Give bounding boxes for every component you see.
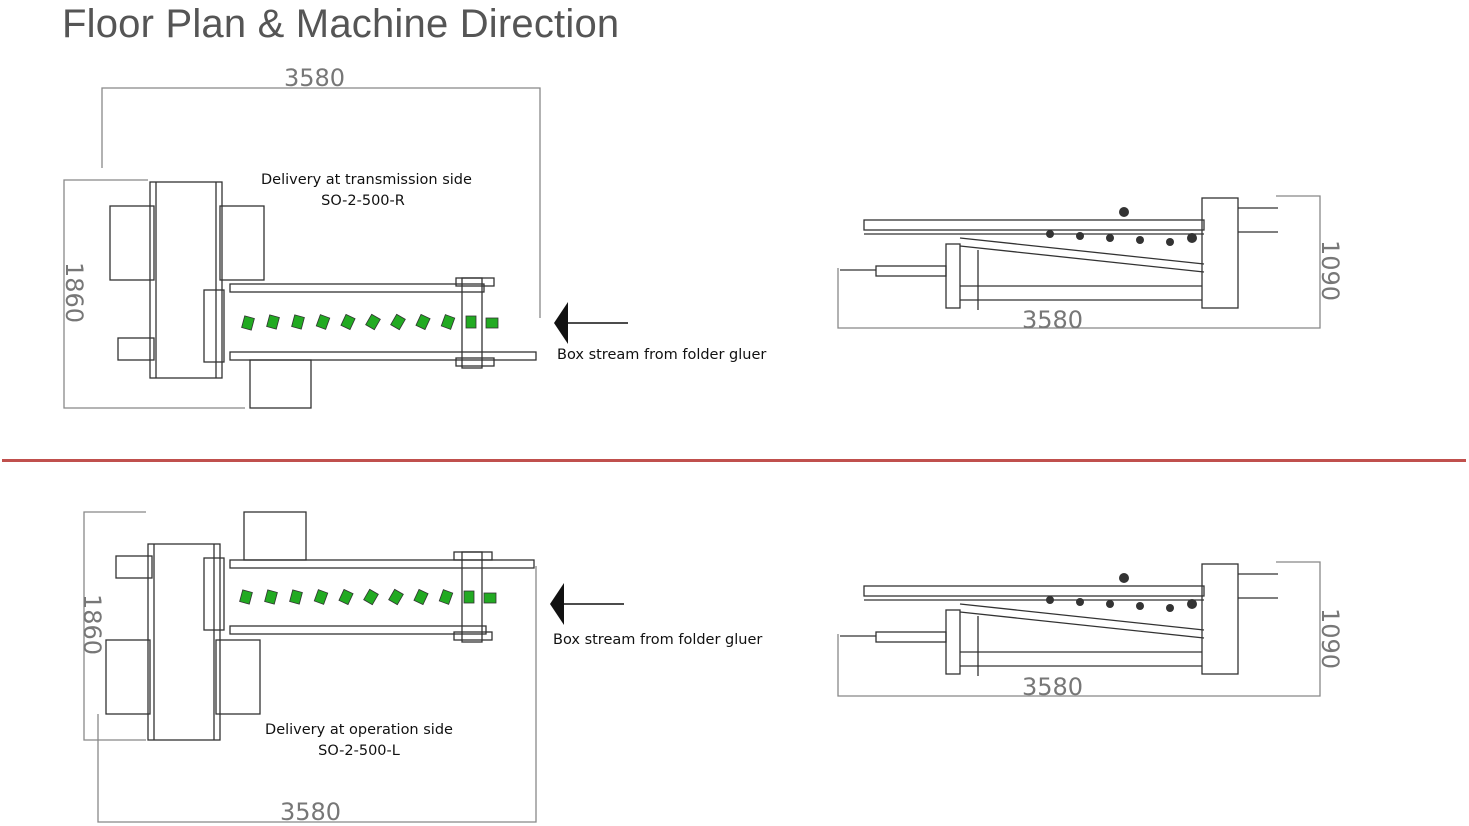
top-plan-flow-label: Box stream from folder gluer [557,347,767,363]
page-title: Floor Plan & Machine Direction [62,2,620,46]
top-plan-frame [109,181,537,409]
top-side-length-dim: 3580 [1022,306,1084,334]
bottom-plan-model: SO-2-500-L [318,743,400,759]
top-side-machine [840,197,1278,310]
bottom-side-rollers [1046,573,1197,612]
bottom-arrow-head [550,583,564,625]
top-arrow-head [554,302,568,344]
bottom-side-dimension-lines [837,561,1321,697]
bottom-plan-frame [105,511,535,741]
bottom-side-height-dim: 1090 [1316,608,1344,670]
bottom-plan-flow-label: Box stream from folder gluer [553,632,763,648]
top-plan-delivery-label: Delivery at transmission side [261,172,472,188]
bottom-side-machine [840,563,1278,676]
bottom-plan-rollers [239,588,497,606]
top-side-dimension-lines [837,195,1321,329]
bottom-side-length-dim: 3580 [1022,673,1084,701]
top-plan-rollers [241,313,499,331]
bottom-plan-dimension-lines [83,511,537,823]
section-divider [2,459,1466,462]
top-side-rollers [1046,207,1197,246]
bottom-plan-width-dim: 3580 [280,798,342,826]
top-plan-dimension-lines [63,87,541,409]
top-plan-width-dim: 3580 [284,64,346,92]
top-plan-model: SO-2-500-R [321,193,405,209]
bottom-plan-delivery-label: Delivery at operation side [265,722,453,738]
